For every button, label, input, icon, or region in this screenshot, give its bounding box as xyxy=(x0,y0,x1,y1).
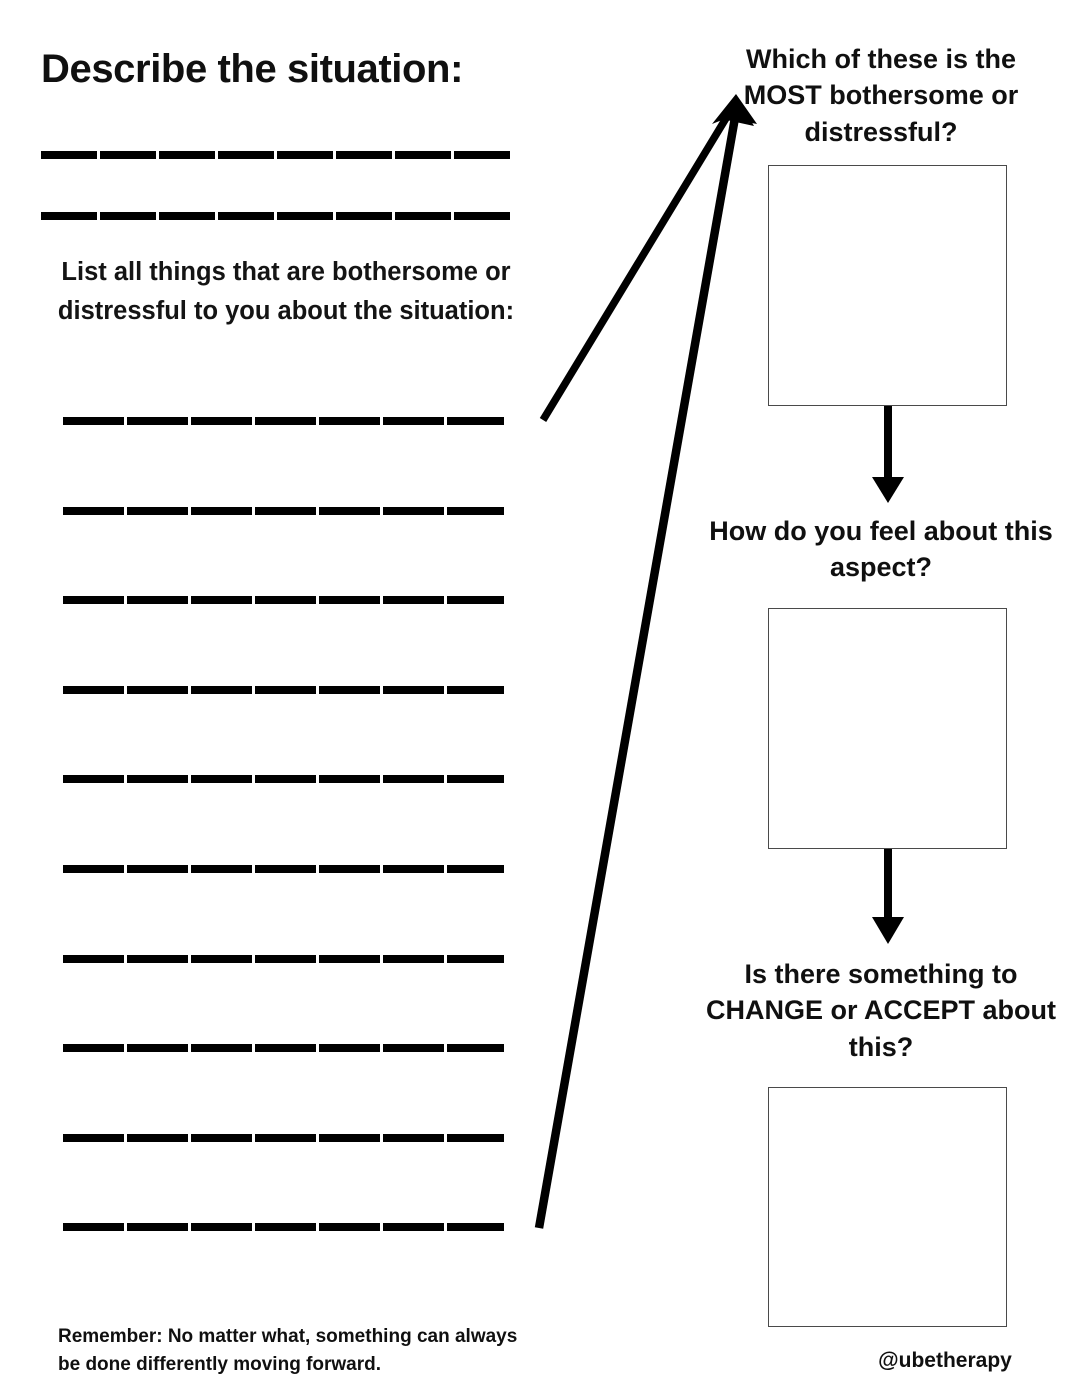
diagonal-arrow-upper-icon xyxy=(539,108,735,422)
page-title: Describe the situation: xyxy=(41,47,463,91)
list-write-line-7[interactable] xyxy=(63,955,504,963)
list-write-line-10[interactable] xyxy=(63,1223,504,1231)
list-write-line-1[interactable] xyxy=(63,417,504,425)
footer-reminder-text: Remember: No matter what, something can … xyxy=(58,1326,518,1375)
list-write-line-2[interactable] xyxy=(63,507,504,515)
most-bothersome-box[interactable] xyxy=(768,165,1007,406)
list-write-line-6[interactable] xyxy=(63,865,504,873)
situation-write-line-1[interactable] xyxy=(41,151,512,159)
change-accept-box[interactable] xyxy=(768,1087,1007,1327)
step-2-heading: How do you feel about this aspect? xyxy=(709,516,1053,583)
list-instruction-text: List all things that are bothersome or d… xyxy=(57,258,515,325)
list-write-line-3[interactable] xyxy=(63,596,504,604)
list-write-line-4[interactable] xyxy=(63,686,504,694)
situation-write-line-2[interactable] xyxy=(41,212,512,220)
down-arrow-2-icon xyxy=(872,849,904,944)
list-write-line-5[interactable] xyxy=(63,775,504,783)
step-3-heading: Is there something to CHANGE or ACCEPT a… xyxy=(706,959,1056,1062)
feeling-box[interactable] xyxy=(768,608,1007,849)
step-1-heading: Which of these is the MOST bothersome or… xyxy=(743,44,1019,147)
list-write-line-9[interactable] xyxy=(63,1134,504,1142)
credit-handle: @ubetherapy xyxy=(878,1349,1012,1372)
list-write-line-8[interactable] xyxy=(63,1044,504,1052)
down-arrow-1-icon xyxy=(872,406,904,503)
